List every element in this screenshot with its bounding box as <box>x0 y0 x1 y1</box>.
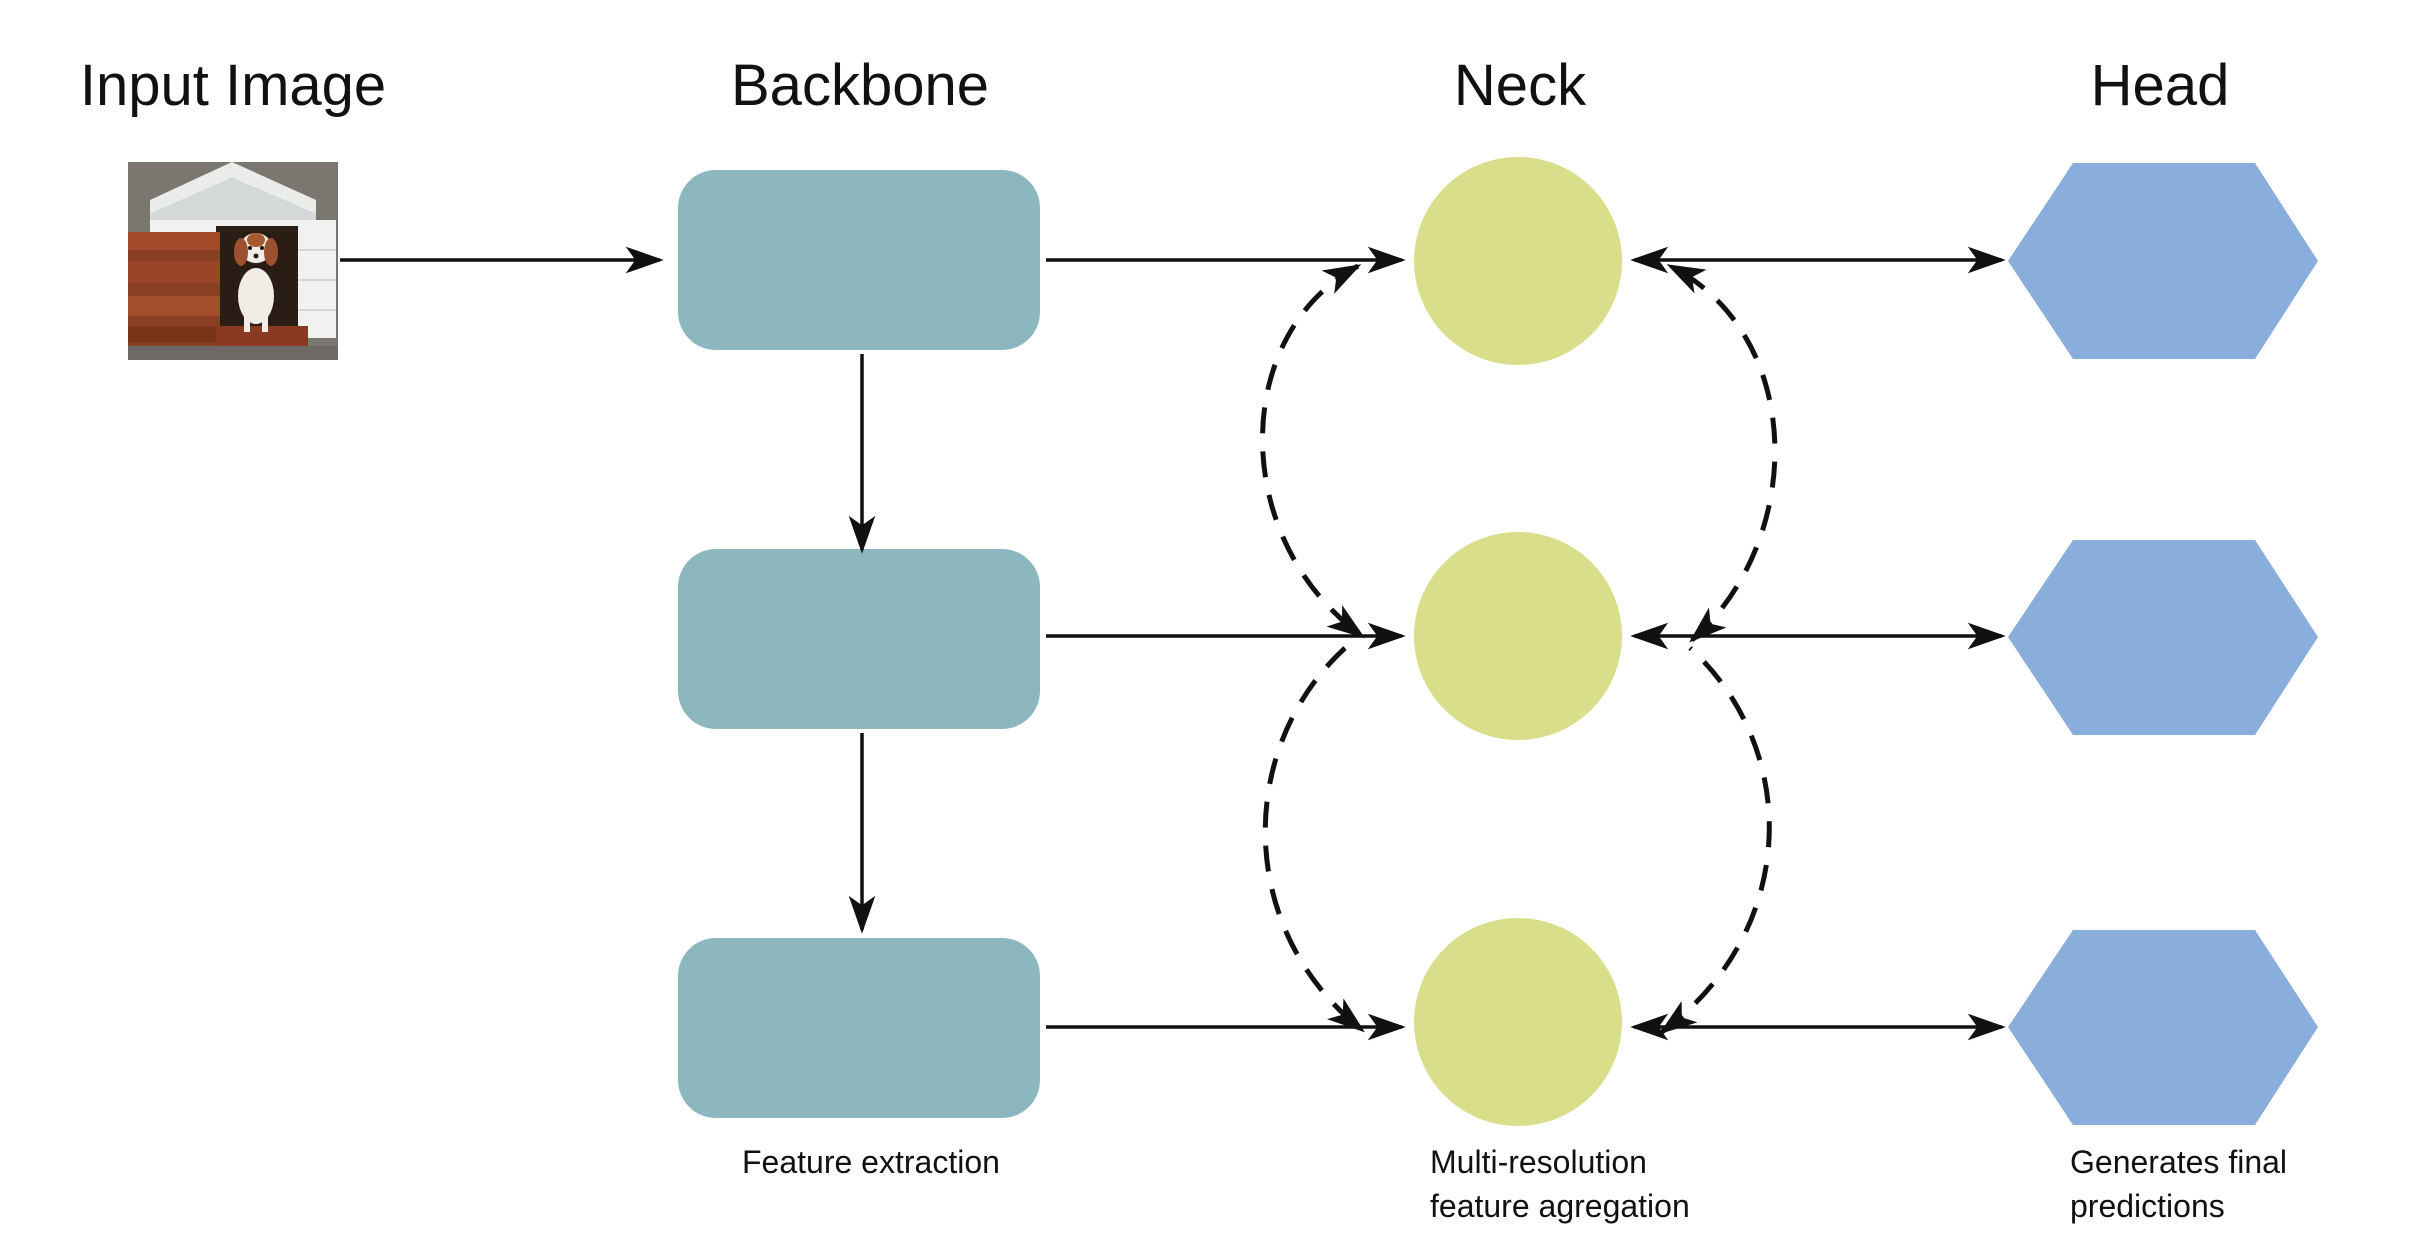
neck-caption-line-2: feature agregation <box>1430 1188 1690 1224</box>
input-image-title: Input Image <box>80 53 386 118</box>
neck-dashed-arc-right-2 <box>1658 646 1772 1035</box>
head-node-2 <box>2008 540 2318 735</box>
backbone-block-1 <box>678 170 1040 350</box>
neck-dashed-arc-right-1 <box>1666 263 1778 643</box>
neck-dashed-arc-left-2 <box>1262 646 1365 1033</box>
head-caption-line-2: predictions <box>2070 1188 2225 1224</box>
neck-caption-line-1: Multi-resolution <box>1430 1144 1647 1180</box>
head-node-3 <box>2008 930 2318 1125</box>
neck-node-1 <box>1414 157 1622 365</box>
head-node-1 <box>2008 163 2318 359</box>
neck-node-3 <box>1414 918 1622 1126</box>
input-image <box>128 162 338 360</box>
head-caption-line-1: Generates final <box>2070 1144 2287 1180</box>
neck-node-2 <box>1414 532 1622 740</box>
head-title: Head <box>2091 53 2230 118</box>
backbone-caption: Feature extraction <box>742 1144 1000 1180</box>
neck-dashed-arc-left-1 <box>1260 263 1366 639</box>
backbone-block-2 <box>678 549 1040 729</box>
backbone-title: Backbone <box>731 53 989 118</box>
neck-title: Neck <box>1454 53 1587 118</box>
backbone-block-3 <box>678 938 1040 1118</box>
